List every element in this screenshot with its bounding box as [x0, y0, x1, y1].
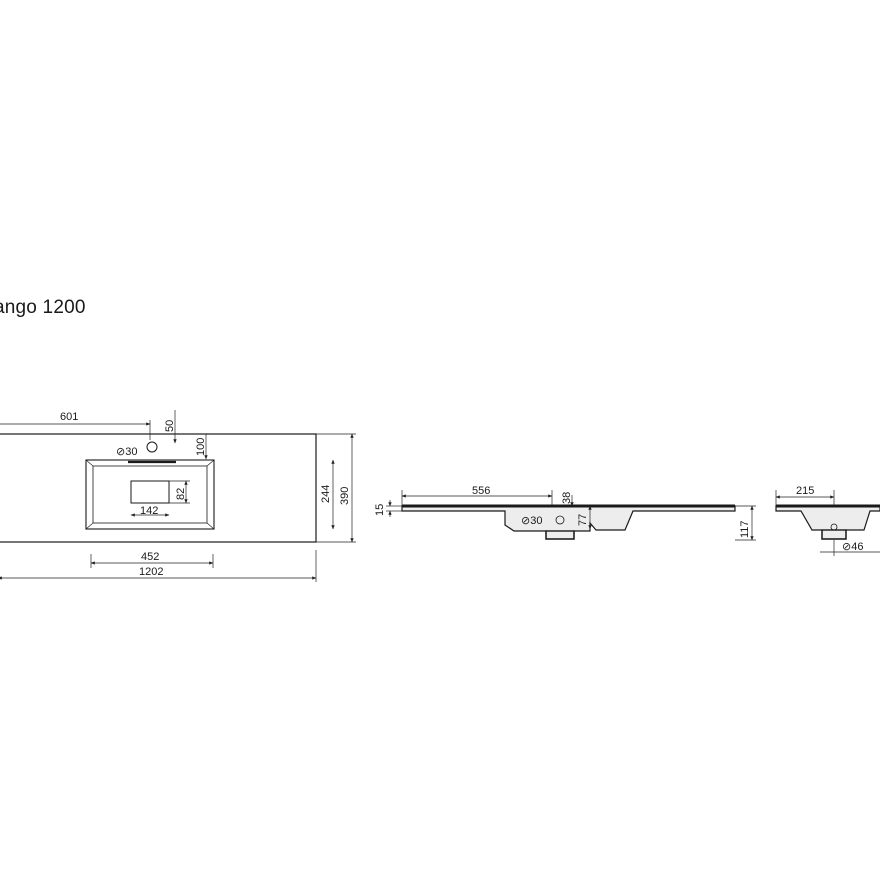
dim-38: 38: [561, 492, 573, 504]
section-profile: [401, 505, 736, 540]
dim-452: 452: [141, 551, 159, 563]
dim-15: 15: [374, 504, 386, 516]
dim-100: 100: [195, 438, 207, 456]
drain-rect: [130, 480, 170, 504]
dim-556: 556: [472, 485, 490, 497]
bowl-inner: [92, 465, 208, 524]
dim-117: 117: [739, 520, 751, 538]
dim-390: 390: [339, 487, 351, 505]
dim-215: 215: [796, 485, 814, 497]
side-view-dimensions: [386, 490, 756, 541]
dim-46: ⊘46: [842, 541, 863, 553]
dim-82: 82: [175, 488, 187, 500]
drawing-title: ango 1200: [0, 297, 86, 318]
end-section-view: [775, 504, 880, 540]
bowl-outer: [85, 459, 215, 530]
dim-244: 244: [320, 485, 332, 503]
dim-142: 142: [140, 505, 158, 517]
side-section-view: [401, 504, 736, 540]
tap-hole: [146, 441, 158, 453]
end-profile: [775, 505, 880, 540]
dim-601: 601: [60, 411, 78, 423]
dim-hole-diameter: ⊘30: [116, 446, 137, 458]
drain-circle: [555, 515, 565, 525]
top-view: [0, 433, 317, 543]
dim-50: 50: [164, 420, 176, 432]
dim-1202: 1202: [139, 566, 163, 578]
end-view-dimensions: [775, 490, 880, 556]
dim-77: 77: [577, 514, 589, 526]
dim-side-diameter: ⊘30: [521, 515, 542, 527]
slab-outline: [0, 433, 317, 543]
top-view-dimensions: [0, 410, 356, 582]
